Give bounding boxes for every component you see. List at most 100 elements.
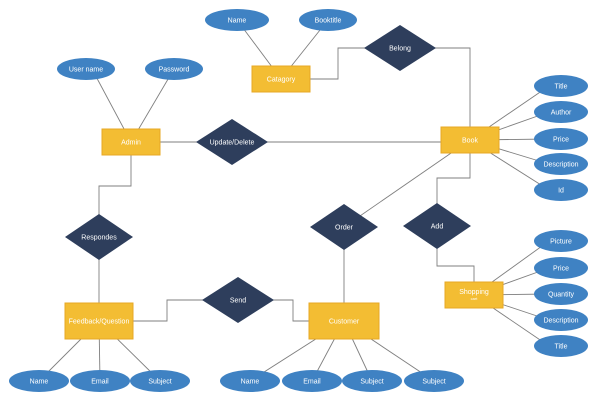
attribute-label: Price <box>553 137 569 144</box>
relationship-label: Update/Delete <box>210 140 255 147</box>
entity-box <box>251 65 311 93</box>
attribute-ellipse <box>299 9 357 31</box>
connector-line <box>98 142 132 237</box>
relationship-diamond <box>403 203 471 249</box>
entity-book[interactable]: Book <box>440 126 500 154</box>
relationship-order[interactable]: Order <box>310 204 378 250</box>
relationship-diamond <box>364 25 436 71</box>
entity-box <box>101 128 161 156</box>
relationship-label: Respondes <box>81 235 117 242</box>
entity-box <box>440 126 500 154</box>
attribute-ellipse <box>282 370 342 392</box>
attribute-label: Id <box>558 188 564 195</box>
entity-label: Catagory <box>267 77 296 84</box>
relationship-respondes[interactable]: Respondes <box>65 214 133 260</box>
attribute-label: Title <box>555 84 568 91</box>
attribute-ellipse <box>534 75 588 97</box>
attribute-feedback-name[interactable]: Name <box>9 370 69 392</box>
attribute-customer-email[interactable]: Email <box>282 370 342 392</box>
relationship-label: Send <box>230 298 246 305</box>
relationship-label: Belong <box>389 46 411 53</box>
attribute-ellipse <box>130 370 190 392</box>
relationship-diamond <box>310 204 378 250</box>
attribute-label: Description <box>543 318 578 325</box>
attribute-admin-username[interactable]: User name <box>57 58 115 80</box>
attribute-label: Email <box>303 379 321 386</box>
attribute-ellipse <box>205 9 269 31</box>
attribute-book-title[interactable]: Title <box>534 75 588 97</box>
attribute-customer-name[interactable]: Name <box>220 370 280 392</box>
attribute-ellipse <box>534 283 588 305</box>
attribute-ellipse <box>145 58 203 80</box>
entity-customer[interactable]: Customer <box>308 302 380 340</box>
attribute-cart-description[interactable]: Description <box>534 309 588 331</box>
attribute-ellipse <box>534 153 588 175</box>
relationship-belong[interactable]: Belong <box>364 25 436 71</box>
attribute-ellipse <box>404 370 464 392</box>
attribute-cart-price[interactable]: Price <box>534 257 588 279</box>
entity-label: Feedback/Question <box>69 319 130 326</box>
attribute-label: Booktitle <box>315 18 342 25</box>
attribute-book-id[interactable]: Id <box>534 179 588 201</box>
entity-box <box>64 302 134 340</box>
attribute-cart-quantity[interactable]: Quantity <box>534 283 588 305</box>
attribute-book-price[interactable]: Price <box>534 128 588 150</box>
attribute-cart-picture[interactable]: Picture <box>534 230 588 252</box>
attribute-label: Email <box>91 379 109 386</box>
connector-line <box>343 139 471 228</box>
attribute-ellipse <box>534 335 588 357</box>
attribute-ellipse <box>534 128 588 150</box>
entity-box <box>308 302 380 340</box>
attribute-label: Name <box>241 379 260 386</box>
attribute-customer-subject2[interactable]: Subject <box>404 370 464 392</box>
attribute-ellipse <box>534 230 588 252</box>
relationship-label: Order <box>335 225 354 232</box>
attribute-ellipse <box>220 370 280 392</box>
attribute-label: Name <box>228 18 247 25</box>
entity-feedback[interactable]: Feedback/Question <box>64 302 134 340</box>
attribute-feedback-subject[interactable]: Subject <box>130 370 190 392</box>
relationship-add[interactable]: Add <box>403 203 471 249</box>
attribute-book-description[interactable]: Description <box>534 153 588 175</box>
attribute-label: Subject <box>148 379 171 386</box>
attribute-label: Picture <box>550 239 572 246</box>
attribute-ellipse <box>342 370 402 392</box>
attribute-category-name[interactable]: Name <box>205 9 269 31</box>
entity-box <box>444 281 504 309</box>
attribute-feedback-email[interactable]: Email <box>70 370 130 392</box>
attribute-customer-subject1[interactable]: Subject <box>342 370 402 392</box>
attribute-ellipse <box>534 179 588 201</box>
relationship-diamond <box>65 214 133 260</box>
attribute-ellipse <box>534 257 588 279</box>
relationship-label: Add <box>431 224 444 231</box>
attribute-label: Password <box>159 67 190 74</box>
relationship-diamond <box>202 277 274 323</box>
attribute-ellipse <box>9 370 69 392</box>
attribute-book-author[interactable]: Author <box>534 101 588 123</box>
entity-category[interactable]: Catagory <box>251 65 311 93</box>
attribute-label: Name <box>30 379 49 386</box>
attribute-label: User name <box>69 67 103 74</box>
relationship-update[interactable]: Update/Delete <box>196 119 268 165</box>
attribute-label: Quantity <box>548 292 575 299</box>
attribute-category-booktitle[interactable]: Booktitle <box>299 9 357 31</box>
attribute-ellipse <box>57 58 115 80</box>
entity-label: Book <box>462 138 478 145</box>
attribute-cart-title[interactable]: Title <box>534 335 588 357</box>
attribute-label: Subject <box>360 379 383 386</box>
connector-line <box>436 140 471 226</box>
attribute-ellipse <box>70 370 130 392</box>
attribute-admin-password[interactable]: Password <box>145 58 203 80</box>
entity-label: Customer <box>329 319 360 326</box>
attribute-label: Title <box>555 344 568 351</box>
relationship-send[interactable]: Send <box>202 277 274 323</box>
attribute-label: Subject <box>422 379 445 386</box>
attribute-ellipse <box>534 309 588 331</box>
attribute-label: Description <box>543 162 578 169</box>
entity-admin[interactable]: Admin <box>101 128 161 156</box>
attribute-ellipse <box>534 101 588 123</box>
